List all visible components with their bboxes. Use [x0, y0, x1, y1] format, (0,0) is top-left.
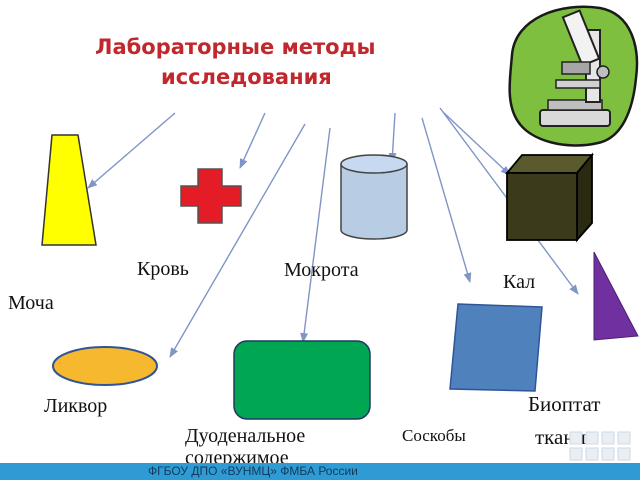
grid-decoration-icon	[569, 431, 631, 461]
scrapings-quad	[449, 303, 543, 392]
csf-ellipse	[52, 346, 158, 386]
footer-bar	[0, 463, 640, 480]
label-urine: Моча	[8, 292, 54, 314]
label-feces: Кал	[503, 271, 536, 293]
arrow-to-feces	[442, 111, 511, 176]
page-title: Лабораторные методы исследования	[95, 32, 435, 92]
arrow-to-urine	[87, 112, 176, 189]
duodenal-rect	[233, 340, 371, 420]
urine-shape	[41, 134, 97, 246]
title-line-1: Лабораторные методы	[95, 35, 376, 59]
label-scrapings: Соскобы	[402, 426, 466, 445]
label-sputum: Мокрота	[284, 259, 359, 281]
microscope-icon	[508, 5, 639, 147]
title-line-2: исследования	[161, 65, 332, 89]
arrow-to-duodenal	[300, 127, 331, 343]
arrow-to-scrapings	[421, 117, 472, 283]
arrow-to-blood	[239, 112, 266, 169]
label-csf: Ликвор	[44, 395, 108, 417]
footer-text: ФГБОУ ДПО «ВУНМЦ» ФМБА России	[148, 464, 358, 478]
arrow-to-csf	[169, 123, 306, 358]
label-biopsy-1: Биоптат	[528, 392, 601, 416]
arrow-to-sputum	[388, 112, 397, 163]
blood-cross-icon	[180, 168, 242, 224]
biopsy-triangle	[593, 251, 639, 341]
feces-cube	[505, 152, 594, 243]
label-blood: Кровь	[137, 258, 189, 280]
sputum-cylinder	[340, 154, 408, 240]
label-duodenal-1: Дуоденальное	[185, 425, 306, 447]
